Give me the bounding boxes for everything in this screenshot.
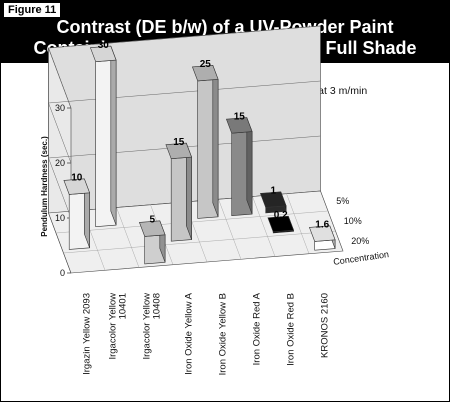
data-label: 10 [71, 173, 83, 184]
floor-grid-cat [286, 193, 310, 254]
category-label: Irgacolor Yellow10408 [141, 293, 162, 360]
category-label-line: Irgazin Yellow 2093 [81, 293, 92, 375]
depth-axis-title: Concentration [333, 249, 390, 267]
bar-side [110, 45, 117, 226]
category-label: Iron Oxide Red A [251, 292, 262, 365]
y-axis-title: Pendulum Hardness (sec.) [40, 136, 49, 237]
category-label: Irgacolor Yellow10401 [107, 293, 128, 360]
depth-label: 5% [336, 196, 349, 206]
bar-top [165, 142, 193, 160]
category-label-line: Irgacolor Yellow [141, 293, 152, 360]
category-label-line: 10401 [118, 293, 129, 319]
bar-top [63, 178, 91, 195]
data-label: 15 [173, 137, 185, 148]
data-label: 30 [98, 40, 110, 51]
category-label-line: Iron Oxide Red B [285, 293, 296, 366]
gridline-y [48, 25, 321, 109]
data-label: 1 [270, 186, 276, 197]
gridline-y [48, 135, 321, 219]
floor-grid-depth [63, 230, 336, 254]
category-label: Iron Oxide Yellow A [183, 292, 194, 375]
y-tick-label: 20 [55, 158, 65, 168]
bar-top [259, 191, 287, 208]
bar-top [89, 45, 117, 63]
data-label: 5 [149, 215, 155, 226]
category-label-line: Irgacolor Yellow [107, 293, 118, 360]
floor-grid-cat [252, 196, 276, 257]
bar-top [267, 215, 295, 233]
y-tick-label: 10 [55, 213, 65, 223]
category-label-line: Iron Oxide Yellow A [183, 292, 194, 375]
category-label: Iron Oxide Red B [285, 293, 296, 366]
category-label: Irgazin Yellow 2093 [81, 293, 92, 375]
category-label-line: Iron Oxide Red A [251, 292, 262, 365]
gridline-y [48, 80, 321, 164]
y-tick-label: 0 [60, 268, 65, 278]
bar-side [212, 65, 219, 217]
category-label-line: 10408 [152, 293, 163, 319]
category-label: KRONOS 2160 [319, 293, 330, 358]
floor-grid-depth [55, 210, 329, 234]
bar-top [191, 64, 219, 82]
floor-grid-cat [218, 199, 242, 260]
figure-label: Figure 11 [4, 3, 61, 17]
floor-grid-cat [116, 207, 140, 268]
y-tick-label: 30 [55, 103, 65, 113]
category-label-line: Iron Oxide Yellow B [217, 293, 228, 375]
category-label-line: KRONOS 2160 [319, 293, 330, 358]
category-label: Iron Oxide Yellow B [217, 293, 228, 375]
data-label: 0.2 [274, 210, 288, 221]
depth-label: 20% [351, 236, 369, 246]
bar-top [308, 225, 336, 242]
bar-top [225, 117, 253, 134]
depth-label: 10% [344, 216, 362, 226]
data-label: 1.6 [315, 220, 329, 231]
bar-top [138, 220, 166, 237]
data-label: 15 [234, 111, 246, 122]
data-label: 25 [200, 59, 212, 70]
